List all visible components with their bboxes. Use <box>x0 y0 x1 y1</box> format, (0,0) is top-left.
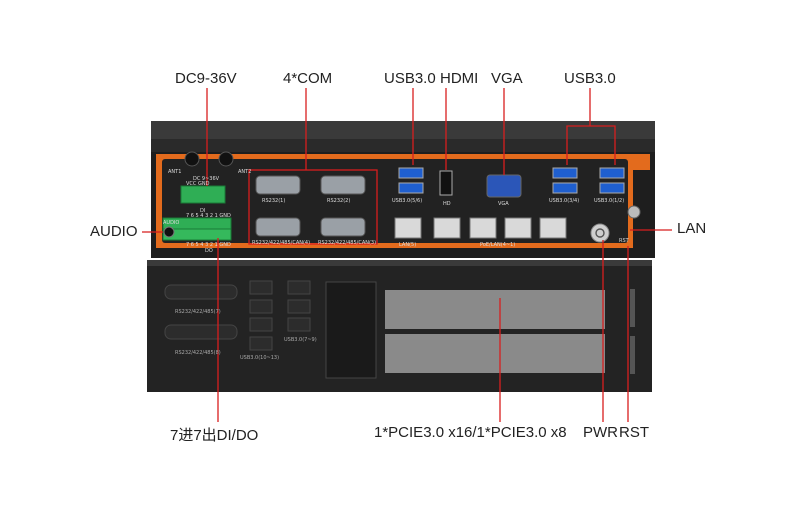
exp-usb79-label: USB3.0(7~9) <box>284 337 317 343</box>
vga-callout: VGA <box>491 70 523 87</box>
dc-terminal-block <box>180 185 226 204</box>
do-label: DO <box>205 248 213 254</box>
callout-lines <box>142 88 672 422</box>
rs485-3-label: RS232/422/485/CAN(3) <box>318 240 377 246</box>
antenna-hole-1 <box>184 151 200 167</box>
antenna-hole-2 <box>218 151 234 167</box>
lower-chassis-edge <box>147 260 652 266</box>
usb-port-1 <box>599 167 625 179</box>
hd-label: HD <box>443 201 451 207</box>
di-label: DI <box>200 208 206 214</box>
audio-callout: AUDIO <box>90 223 138 240</box>
ground-screw <box>627 205 641 219</box>
usb-callout-left: USB3.0 <box>384 70 436 87</box>
rs232-1-label: RS232(1) <box>262 198 286 204</box>
usb-12-label: USB3.0(1/2) <box>594 198 625 204</box>
exp-rs8-label: RS232/422/485(8) <box>175 350 221 356</box>
usb-port-2 <box>599 182 625 194</box>
usb-port-4 <box>552 182 578 194</box>
audio-jack <box>163 226 175 238</box>
side-slot-2 <box>630 336 635 374</box>
vga-port <box>486 174 522 198</box>
dc-power-label: DC 9~36V <box>193 176 220 182</box>
rs485-4-label: RS232/422/485/CAN(4) <box>252 240 311 246</box>
hdmi-port <box>439 170 453 196</box>
power-button <box>590 223 610 243</box>
ant1-label: ANT1 <box>168 169 182 175</box>
com-ports <box>255 175 366 237</box>
do-nums-label: 7 6 5 4 3 2 1 GND <box>186 242 231 248</box>
lan-callout: LAN <box>677 220 707 237</box>
exp-rs7-label: RS232/422/485(7) <box>175 309 221 315</box>
usb-callout-right: USB3.0 <box>564 70 616 87</box>
pcie-slot-2 <box>385 334 605 373</box>
usb-56-label: USB3.0(5/6) <box>392 198 423 204</box>
pwr-callout: PWR <box>583 424 618 441</box>
hdmi-callout: HDMI <box>440 70 479 87</box>
side-slot-1 <box>630 289 635 327</box>
usb-port-3 <box>552 167 578 179</box>
dc-callout: DC9-36V <box>175 70 237 87</box>
poe-label: PoE/LAN(4~1) <box>480 242 516 248</box>
lan5-label: LAN(5) <box>399 242 417 248</box>
dido-callout: 7进7出DI/DO <box>170 427 259 444</box>
exp-usb1013-label: USB3.0(10~13) <box>240 355 280 361</box>
vga-panel-label: VGA <box>498 201 509 207</box>
usb-port-5 <box>398 167 424 179</box>
vcc-gnd-label: VCC GND <box>186 181 210 187</box>
usb-port-6 <box>398 182 424 194</box>
usb-34-label: USB3.0(3/4) <box>549 198 580 204</box>
rst-panel-label: RST <box>619 238 629 244</box>
pcie-slot-1 <box>385 290 605 329</box>
knockout-covers <box>164 280 311 351</box>
lan-ports <box>394 217 567 239</box>
chassis-top-edge <box>151 121 655 139</box>
audio-panel-label: AUDIO <box>163 220 180 226</box>
ant2-label: ANT2 <box>238 169 252 175</box>
rst-callout: RST <box>619 424 649 441</box>
com-callout: 4*COM <box>283 70 333 87</box>
pcie-callout: 1*PCIE3.0 x16/1*PCIE3.0 x8 <box>374 424 567 441</box>
rs232-2-label: RS232(2) <box>327 198 351 204</box>
power-icon <box>595 228 605 238</box>
expansion-bracket <box>325 281 377 379</box>
do-terminal-block <box>162 228 232 241</box>
di-nums-label: 7 6 5 4 3 2 1 GND <box>186 213 231 219</box>
